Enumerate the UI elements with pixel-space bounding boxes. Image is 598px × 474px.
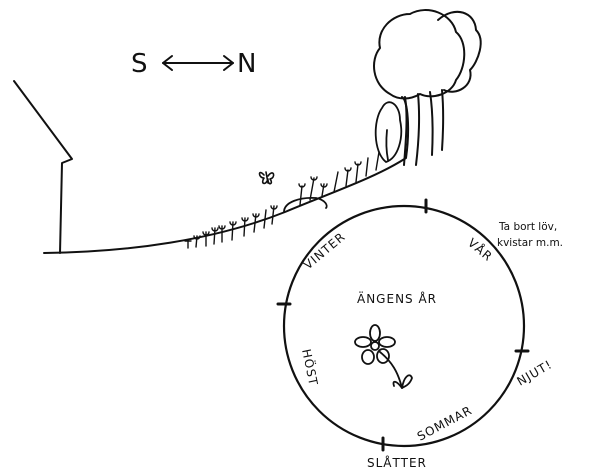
- butterfly-icon: [258, 171, 275, 185]
- flower-icon: [354, 324, 413, 389]
- house-icon: [13, 80, 73, 254]
- event-mowing: SLÅTTER: [367, 455, 427, 470]
- event-cleanup-line2: kvistar m.m.: [497, 237, 563, 249]
- tree-icon: [373, 9, 482, 166]
- meadow-slope: [43, 96, 410, 254]
- season-spring: VÅR: [465, 235, 496, 264]
- rock-icon: [283, 197, 328, 213]
- compass: S N: [131, 49, 256, 79]
- year-wheel: ÄNGENS ÅR VINTER VÅR SOMMAR HÖST Ta bort…: [276, 198, 563, 470]
- meadow-plants: [184, 151, 380, 249]
- season-summer: SOMMAR: [415, 403, 475, 444]
- event-enjoy: NJUT!: [515, 357, 555, 388]
- wheel-title: ÄNGENS ÅR: [357, 291, 437, 306]
- compass-south-label: S: [131, 49, 148, 79]
- compass-north-label: N: [237, 49, 256, 79]
- event-cleanup-line1: Ta bort löv,: [498, 221, 557, 233]
- season-autumn: HÖST: [299, 347, 322, 387]
- compass-arrow-icon: [162, 55, 234, 71]
- year-wheel-circle: [282, 204, 526, 448]
- bush-icon: [374, 101, 403, 163]
- wheel-ticks: [276, 198, 530, 452]
